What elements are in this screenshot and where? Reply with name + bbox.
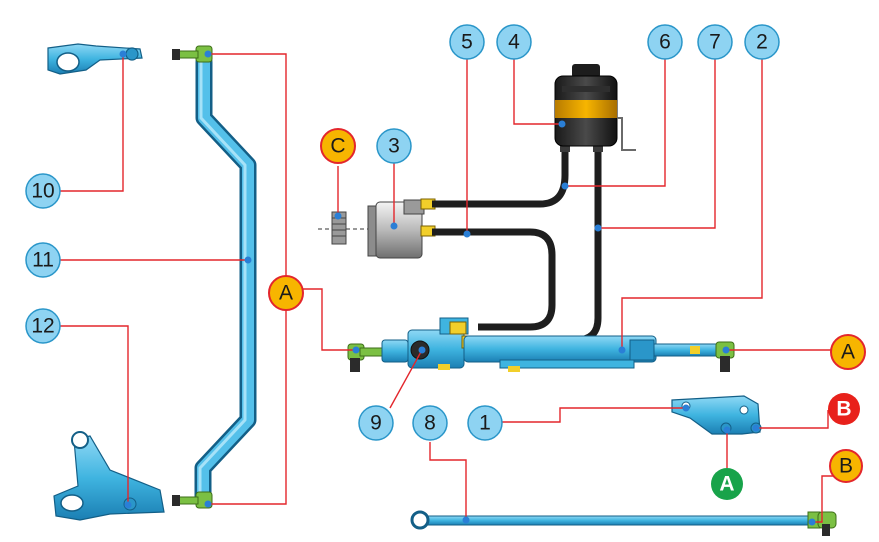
leader-A-top (208, 53, 287, 278)
svg-text:B: B (836, 398, 851, 421)
callout-8: 8 (412, 405, 448, 441)
svg-text:10: 10 (31, 180, 54, 203)
leader-10 (60, 54, 124, 192)
svg-text:5: 5 (461, 31, 473, 54)
leader-2 (621, 58, 763, 350)
svg-text:C: C (330, 135, 345, 158)
callout-a-left: A (268, 275, 304, 311)
svg-text:3: 3 (388, 135, 400, 158)
callout-9: 9 (358, 405, 394, 441)
steering-rack (347, 317, 735, 372)
callout-12: 12 (25, 308, 61, 344)
leader-dots (119, 50, 816, 526)
svg-text:7: 7 (709, 31, 721, 54)
svg-text:B: B (839, 455, 853, 478)
callout-2: 2 (744, 24, 780, 60)
svg-text:1: 1 (479, 412, 491, 435)
leader-9 (389, 349, 423, 409)
leader-A-bottom (208, 308, 287, 505)
callout-b-yellow: B (829, 449, 863, 483)
callout-6: 6 (647, 24, 683, 60)
svg-text:8: 8 (424, 412, 436, 435)
callout-5: 5 (449, 24, 485, 60)
callout-b-red: B (828, 393, 860, 425)
callout-a-right: A (830, 334, 866, 370)
leader-8 (429, 442, 467, 520)
leader-6 (565, 58, 666, 187)
tie-rod (410, 510, 837, 536)
callout-1: 1 (467, 405, 503, 441)
leader-4 (513, 58, 562, 125)
svg-text:A: A (719, 473, 734, 496)
leader-lines (60, 53, 846, 523)
mounting-bracket (671, 395, 762, 435)
steering-pump (367, 198, 436, 259)
callout-11: 11 (25, 242, 61, 278)
svg-text:A: A (279, 282, 293, 305)
leader-A-left (302, 288, 356, 351)
svg-text:2: 2 (756, 31, 768, 54)
svg-text:9: 9 (370, 412, 382, 435)
leader-12 (60, 325, 129, 505)
callouts: 10 11 12 3 5 4 6 7 2 9 8 1 C A A A B B (25, 24, 866, 500)
callout-a-green: A (711, 468, 743, 500)
callout-3: 3 (376, 128, 412, 164)
stabilizer-rod (172, 45, 257, 509)
leader-1 (502, 407, 686, 423)
callout-c: C (320, 128, 356, 164)
callout-10: 10 (25, 173, 61, 209)
svg-text:4: 4 (508, 31, 520, 54)
upper-steering-arm (47, 43, 143, 75)
reservoir (554, 64, 636, 151)
leader-B-red (756, 410, 829, 429)
leader-7 (598, 58, 716, 229)
hoses (432, 140, 603, 344)
svg-text:A: A (841, 341, 855, 364)
steering-gear-c (318, 211, 370, 245)
svg-text:11: 11 (32, 249, 54, 272)
svg-text:12: 12 (31, 315, 54, 338)
callout-7: 7 (697, 24, 733, 60)
lower-steering-arm (53, 431, 165, 521)
callout-4: 4 (496, 24, 532, 60)
svg-text:6: 6 (659, 31, 671, 54)
